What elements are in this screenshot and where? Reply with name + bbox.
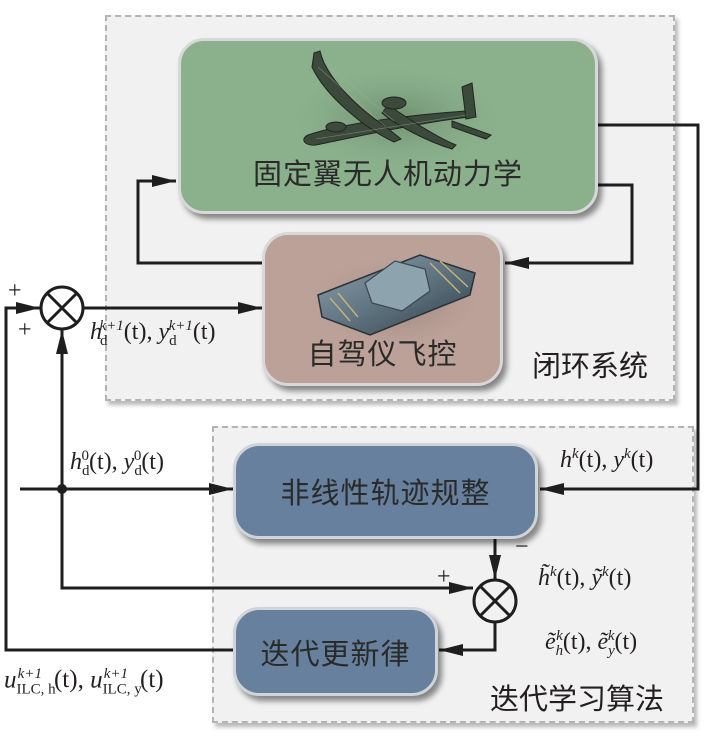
comma: , bbox=[585, 629, 598, 655]
wire-dynamics-to-autopilot bbox=[505, 183, 634, 269]
update-law-block: 迭代更新律 bbox=[233, 607, 438, 696]
sub-d: d bbox=[82, 462, 90, 479]
arg-t: (t) bbox=[608, 565, 632, 591]
sym-y: y bbox=[123, 449, 135, 475]
sup-k: k bbox=[623, 446, 631, 462]
sup-0: 0 bbox=[133, 448, 142, 464]
wire-ref-to-sum2 bbox=[60, 489, 473, 594]
sum2-plus: + bbox=[437, 564, 451, 590]
arg-t: (t) bbox=[141, 449, 164, 475]
iterative-learning-label: 迭代学习算法 bbox=[490, 682, 665, 716]
sup-k: k bbox=[556, 628, 563, 644]
trajectory-regulation-label: 非线性轨迹规整 bbox=[280, 476, 491, 510]
sup-kp1: k+1 bbox=[168, 318, 193, 334]
sym-h: h bbox=[70, 449, 82, 475]
autopilot-label: 自驾仪飞控 bbox=[307, 337, 458, 371]
sum1-plus-top: + bbox=[8, 278, 22, 304]
wire-output-to-regulation bbox=[540, 123, 700, 495]
arg-t: (t) bbox=[578, 447, 602, 473]
sym-u: u bbox=[90, 666, 103, 694]
signal-regulated-k: h̃k(t), ỹk(t) bbox=[538, 564, 631, 592]
update-law-label: 迭代更新律 bbox=[260, 636, 411, 671]
sum2-minus: − bbox=[515, 534, 529, 560]
sub-y: y bbox=[608, 642, 615, 659]
sym-y-tilde: ỹ bbox=[591, 565, 602, 591]
signal-reference-initial: hd0(t), yd0(t) bbox=[70, 448, 164, 480]
autopilot-block: 自驾仪飞控 bbox=[262, 232, 503, 386]
sum1-plus-bottom: + bbox=[18, 317, 32, 343]
summing-junction-2 bbox=[472, 578, 518, 624]
arg-t: (t) bbox=[123, 319, 147, 345]
sym-e-tilde: ẽ bbox=[545, 629, 556, 655]
comma: , bbox=[601, 447, 614, 473]
sub-ilc-y: ILC, y bbox=[102, 681, 142, 698]
comma: , bbox=[77, 666, 91, 694]
sub-d: d bbox=[169, 332, 177, 349]
sup-kp1: k+1 bbox=[17, 666, 42, 682]
sym-h: h bbox=[560, 447, 572, 473]
arg-t: (t) bbox=[630, 447, 654, 473]
sub-h: h bbox=[555, 642, 564, 659]
signal-error-k: ẽhk(t), ẽyk(t) bbox=[545, 628, 637, 660]
uav-dynamics-block: 固定翼无人机动力学 bbox=[178, 38, 598, 214]
arg-t: (t) bbox=[556, 565, 580, 591]
closed-loop-system-label: 闭环系统 bbox=[532, 349, 649, 383]
arg-t: (t) bbox=[192, 319, 216, 345]
sup-k: k bbox=[550, 564, 557, 580]
signal-reference-next: hdk+1(t), ydk+1(t) bbox=[90, 318, 216, 350]
flight-controller-icon bbox=[310, 253, 480, 343]
sym-y: y bbox=[613, 447, 624, 473]
uav-dynamics-label: 固定翼无人机动力学 bbox=[252, 157, 523, 191]
wire-autopilot-to-dynamics bbox=[136, 175, 262, 265]
sym-u: u bbox=[4, 666, 17, 694]
signal-ilc-input: uILC, hk+1(t), uILC, yk+1(t) bbox=[4, 666, 164, 698]
arg-t: (t) bbox=[53, 666, 78, 694]
airplane-icon bbox=[281, 50, 511, 167]
wire-sum2-to-update bbox=[439, 622, 497, 656]
arg-t: (t) bbox=[562, 629, 586, 655]
sup-k: k bbox=[572, 446, 579, 462]
sup-k: k bbox=[607, 628, 615, 644]
sym-e-tilde: ẽ bbox=[597, 629, 609, 655]
sym-h: h bbox=[90, 319, 102, 345]
arg-t: (t) bbox=[89, 449, 112, 475]
arg-t: (t) bbox=[140, 666, 164, 694]
sym-y: y bbox=[158, 319, 170, 345]
wire-update-to-sum1 bbox=[4, 302, 233, 652]
summing-junction-1 bbox=[39, 285, 85, 331]
comma: , bbox=[579, 565, 592, 591]
sup-kp1: k+1 bbox=[103, 666, 129, 682]
sup-kp1: k+1 bbox=[99, 318, 124, 334]
comma: , bbox=[146, 319, 159, 345]
sub-d: d bbox=[100, 332, 108, 349]
sub-ilc-h: ILC, h bbox=[16, 681, 56, 698]
sup-0: 0 bbox=[81, 448, 90, 464]
sup-k: k bbox=[601, 564, 609, 580]
trajectory-regulation-block: 非线性轨迹规整 bbox=[233, 443, 538, 539]
junction-dot bbox=[57, 484, 67, 494]
sym-h-tilde: h̃ bbox=[538, 565, 550, 591]
comma: , bbox=[111, 449, 124, 475]
arg-t: (t) bbox=[614, 629, 638, 655]
signal-output-k: hk(t), yk(t) bbox=[560, 446, 653, 474]
sub-d: d bbox=[134, 462, 142, 479]
